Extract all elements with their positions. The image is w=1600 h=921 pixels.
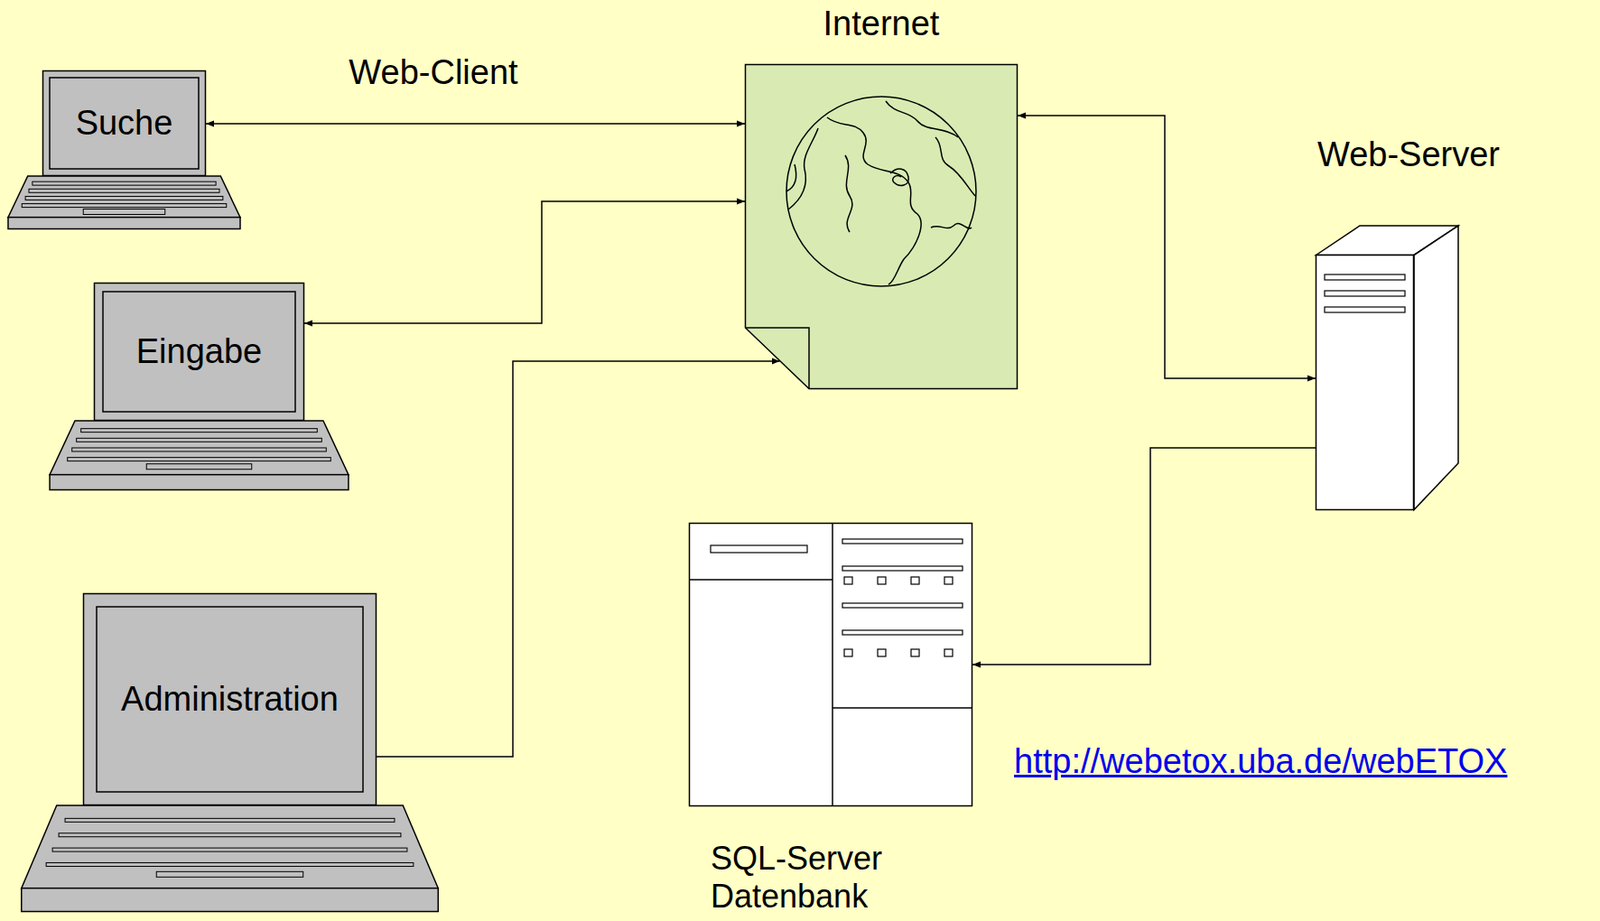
screen-label: Suche (75, 103, 174, 144)
internet-page: Internet (744, 64, 1018, 390)
search-laptop: Suche (42, 70, 206, 177)
edge-label: Web-Client (344, 53, 521, 93)
url-link: http://webetox.uba.de/webETOX (1013, 742, 1507, 782)
node-heading: Web-Server (1273, 135, 1545, 176)
connector-arrow (304, 201, 745, 324)
server-outline (1315, 254, 1414, 511)
screen-label: Administration (120, 679, 339, 720)
sql-database: SQL-Server Datenbank (688, 522, 973, 807)
connector-arrow (205, 122, 745, 125)
web-server: Web-Server (1315, 254, 1414, 511)
connector-arrow (1017, 115, 1316, 379)
node-heading: Internet (744, 4, 1018, 45)
admin-laptop: Administration (83, 593, 377, 806)
node-caption: SQL-Server Datenbank (710, 839, 919, 916)
connector-arrow (972, 447, 1316, 665)
input-laptop: Eingabe (93, 282, 305, 421)
page-outline (744, 64, 1018, 390)
screen-label: Eingabe (136, 332, 262, 373)
db-outline (688, 522, 973, 807)
